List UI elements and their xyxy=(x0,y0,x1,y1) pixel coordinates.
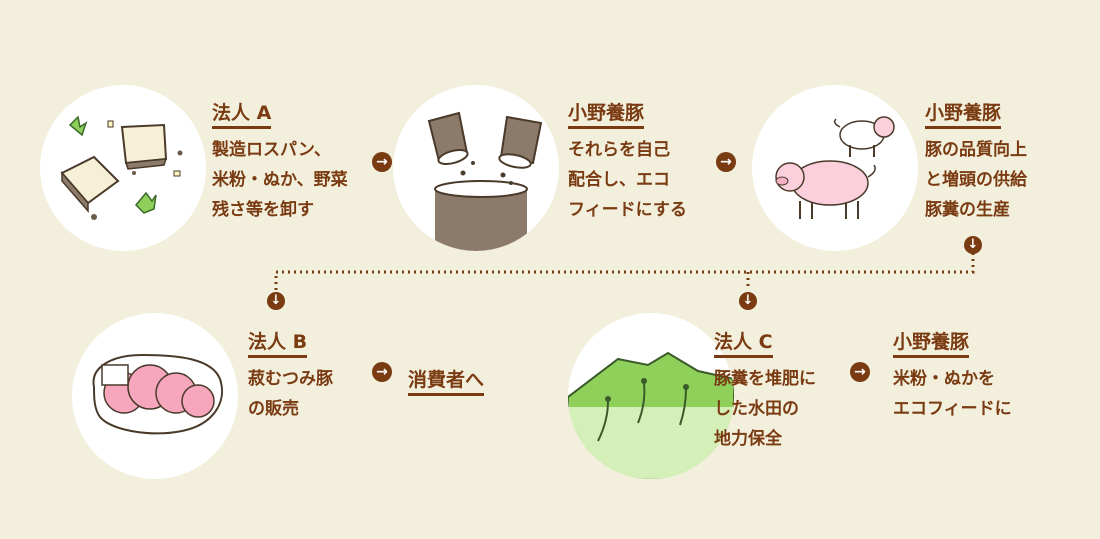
step-3-line-1: 豚の品質向上 xyxy=(925,140,1027,160)
step-1-line-1: 製造ロスパン、 xyxy=(212,140,331,160)
step-4: 法人 B 菽むつみ豚 の販売 xyxy=(248,327,333,424)
step-5: 消費者へ xyxy=(408,365,485,402)
step-3-line-2: と増頭の供給 xyxy=(925,170,1027,190)
step-3: 小野養豚 豚の品質向上 と増頭の供給 豚糞の生産 xyxy=(925,98,1027,225)
step-2-line-3: フィードにする xyxy=(568,200,687,220)
step-2: 小野養豚 それらを自己 配合し、エコ フィードにする xyxy=(568,98,687,225)
step-1-title: 法人 A xyxy=(212,98,272,129)
step-4-title: 法人 B xyxy=(248,327,308,358)
arrow-down-1: ↓ xyxy=(964,236,982,254)
step-6-line-2: した水田の xyxy=(714,399,799,419)
meat-icon xyxy=(72,313,238,479)
step-7-line-1: 米粉・ぬかを xyxy=(893,369,995,389)
step-1-line-3: 残さ等を卸す xyxy=(212,200,314,220)
step-3-title: 小野養豚 xyxy=(925,98,1002,129)
step-1: 法人 A 製造ロスパン、 米粉・ぬか、野菜 残さ等を卸す xyxy=(212,98,348,225)
step-5-title: 消費者へ xyxy=(408,365,485,396)
step-1-line-2: 米粉・ぬか、野菜 xyxy=(212,170,348,190)
step-4-line-2: の販売 xyxy=(248,399,299,419)
arrow-right-3: → xyxy=(372,362,392,382)
arrow-down-3: ↓ xyxy=(739,292,757,310)
step-6-line-3: 地力保全 xyxy=(714,429,782,449)
arrow-down-2: ↓ xyxy=(267,292,285,310)
cups-icon xyxy=(393,85,559,251)
step-6-title: 法人 C xyxy=(714,327,773,358)
step-2-line-1: それらを自己 xyxy=(568,140,670,160)
pigs-icon xyxy=(752,85,918,251)
step-7-line-2: エコフィードに xyxy=(893,399,1012,419)
step-6: 法人 C 豚糞を堆肥に した水田の 地力保全 xyxy=(714,327,816,454)
field-icon xyxy=(568,313,734,479)
step-7-title: 小野養豚 xyxy=(893,327,970,358)
arrow-right-2: → xyxy=(716,152,736,172)
step-6-line-1: 豚糞を堆肥に xyxy=(714,369,816,389)
step-3-line-3: 豚糞の生産 xyxy=(925,200,1010,220)
step-2-title: 小野養豚 xyxy=(568,98,645,129)
step-4-line-1: 菽むつみ豚 xyxy=(248,369,333,389)
arrow-right-1: → xyxy=(372,152,392,172)
step-2-line-2: 配合し、エコ xyxy=(568,170,670,190)
step-7: 小野養豚 米粉・ぬかを エコフィードに xyxy=(893,327,1012,424)
arrow-right-4: → xyxy=(850,362,870,382)
bread-icon xyxy=(40,85,206,251)
